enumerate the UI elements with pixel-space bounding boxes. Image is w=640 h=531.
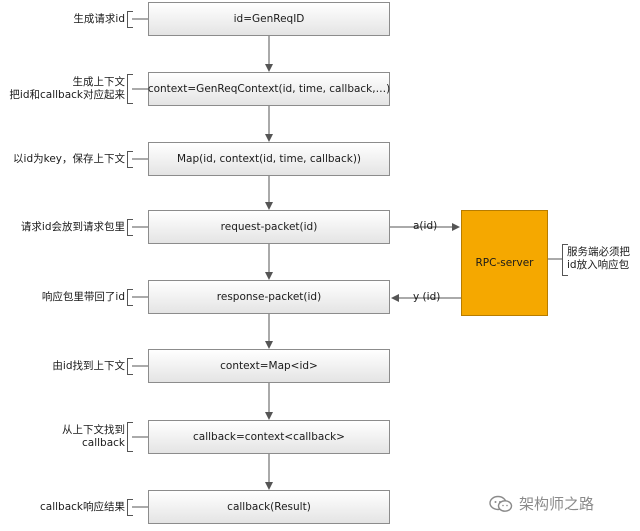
step-note-1: 生成请求id [73, 13, 125, 26]
server-note: 服务端必须把 id放入响应包 [567, 246, 630, 272]
step-note-6-line-1: 由id找到上下文 [52, 359, 125, 372]
step-note-bracket-1 [127, 10, 133, 28]
step-note-5: 响应包里带回了id [42, 291, 125, 304]
watermark-text: 架构师之路 [519, 495, 595, 513]
step-box-6: context=Map<id> [148, 349, 390, 383]
rpc-server-box: RPC-server [461, 210, 548, 316]
step-label-3: Map(id, context(id, time, callback)) [176, 153, 362, 165]
rpc-server-label: RPC-server [475, 257, 534, 269]
step-note-bracket-4 [127, 218, 133, 236]
request-edge-label: a(id) [413, 220, 438, 232]
step-note-8-line-1: callback响应结果 [40, 500, 125, 513]
step-note-2-line-1: 生成上下文 [72, 76, 126, 88]
step-note-3: 以id为key，保存上下文 [13, 153, 125, 166]
wechat-icon [489, 495, 513, 512]
step-note-bracket-2 [127, 74, 133, 104]
response-edge-label: y (id) [413, 291, 441, 303]
step-box-5: response-packet(id) [148, 280, 390, 314]
step-note-3-line-1: 以id为key，保存上下文 [13, 152, 125, 165]
step-label-4: request-packet(id) [220, 221, 318, 233]
watermark: 架构师之路 [489, 493, 594, 514]
step-note-bracket-3 [127, 150, 133, 168]
step-note-2-line-2: 把id和callback对应起来 [9, 89, 125, 101]
step-box-1: id=GenReqID [148, 2, 390, 36]
step-note-5-line-1: 响应包里带回了id [41, 290, 125, 303]
step-note-bracket-5 [127, 288, 133, 306]
step-label-1: id=GenReqID [233, 13, 305, 25]
server-note-line-2: id放入响应包 [567, 259, 630, 271]
step-note-8: callback响应结果 [40, 501, 125, 514]
step-note-6: 由id找到上下文 [52, 360, 125, 373]
step-label-2: context=GenReqContext(id, time, callback… [147, 83, 391, 95]
step-label-5: response-packet(id) [216, 291, 322, 303]
step-box-8: callback(Result) [148, 490, 390, 524]
step-box-7: callback=context<callback> [148, 420, 390, 454]
server-note-line-1: 服务端必须把 [567, 246, 630, 258]
step-note-2: 生成上下文把id和callback对应起来 [9, 76, 125, 102]
step-label-6: context=Map<id> [220, 360, 318, 372]
step-box-3: Map(id, context(id, time, callback)) [148, 142, 390, 176]
server-note-bracket [562, 244, 568, 276]
step-label-7: callback=context<callback> [193, 431, 345, 443]
step-note-bracket-8 [127, 498, 133, 516]
step-note-bracket-6 [127, 357, 133, 375]
vertical-arrows [132, 18, 273, 508]
step-note-bracket-7 [127, 422, 133, 452]
step-note-4-line-1: 请求id会放到请求包里 [20, 220, 125, 233]
step-note-4: 请求id会放到请求包里 [21, 221, 125, 234]
step-note-7-line-1: 从上下文找到 [62, 424, 125, 436]
step-label-8: callback(Result) [227, 501, 311, 513]
step-note-7-line-2: callback [82, 437, 125, 449]
step-note-1-line-1: 生成请求id [73, 12, 125, 25]
step-box-4: request-packet(id) [148, 210, 390, 244]
step-box-2: context=GenReqContext(id, time, callback… [148, 72, 390, 106]
